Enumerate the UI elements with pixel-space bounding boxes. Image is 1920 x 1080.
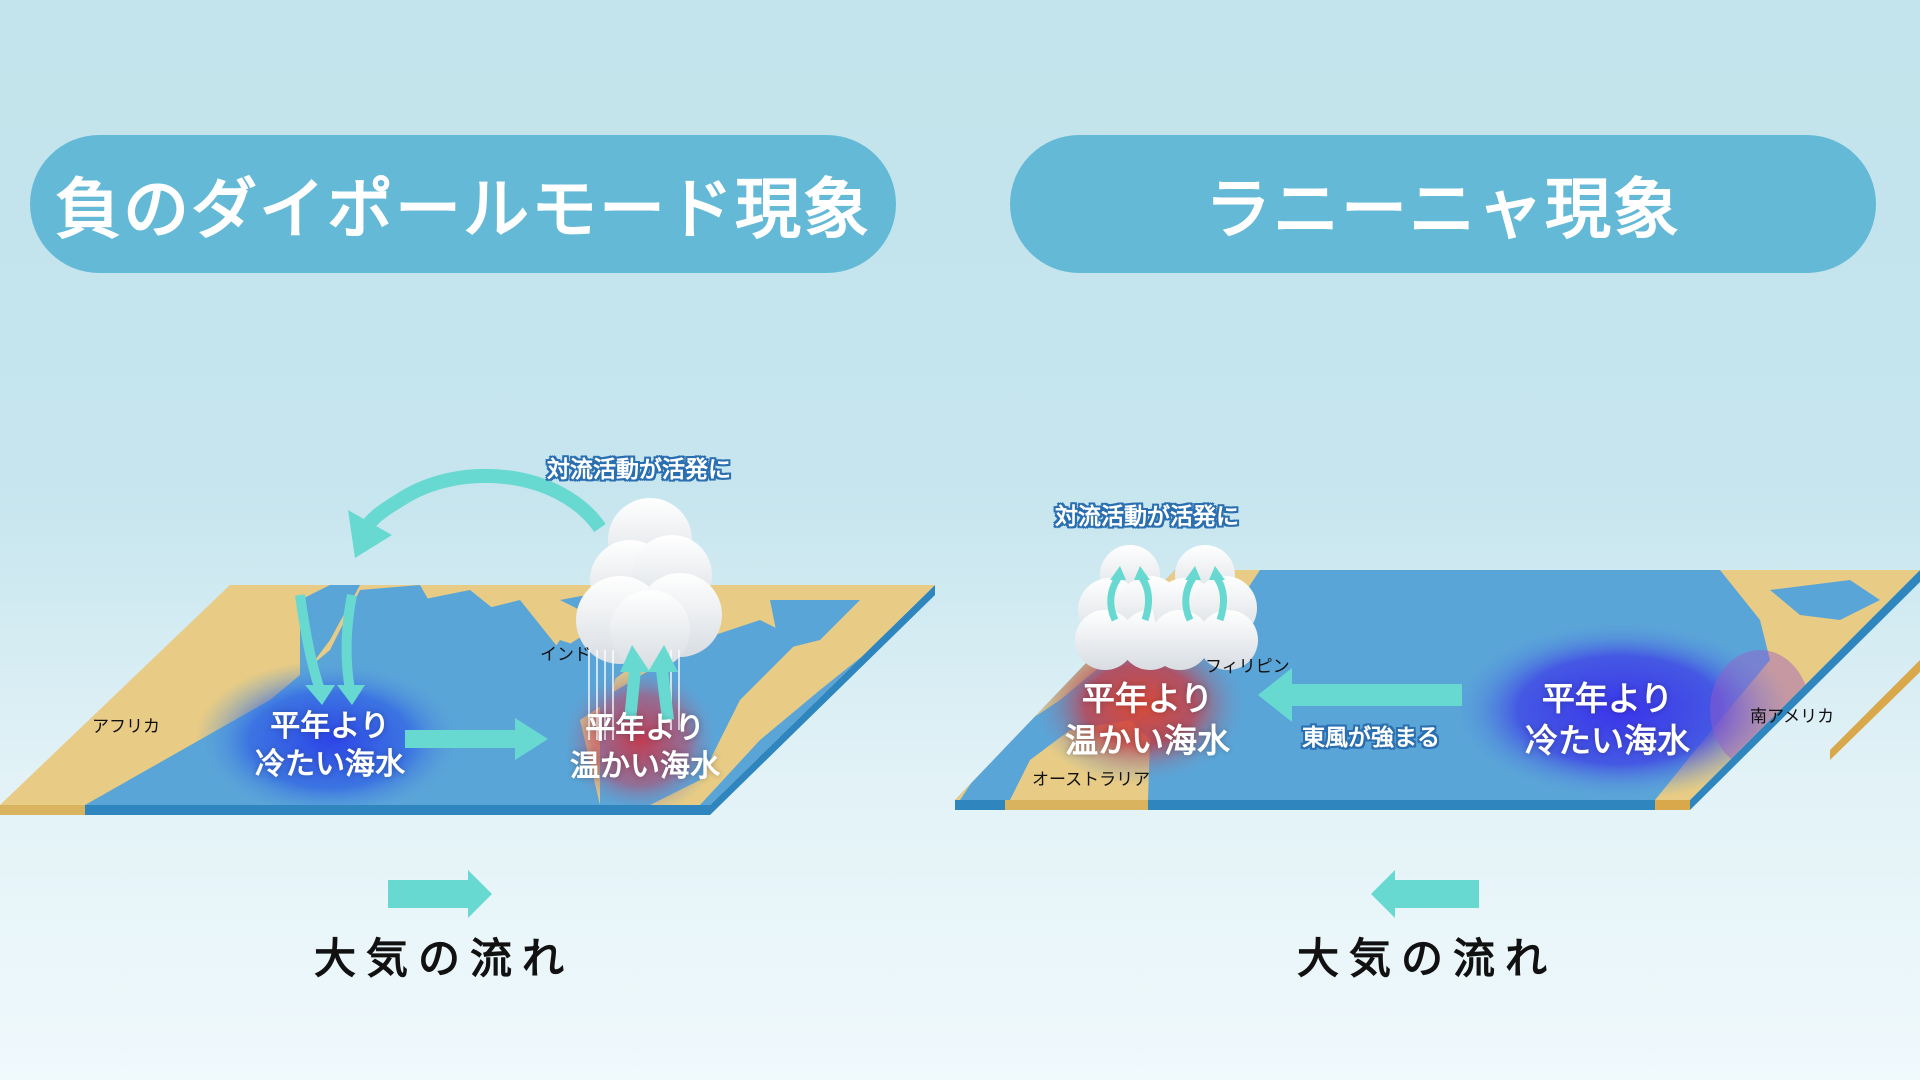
- warm-sea-line1: 平年より: [585, 711, 705, 746]
- atmosphere-flow-label-right: 大気の流れ: [1297, 934, 1558, 983]
- flow-arrow-right-icon: [388, 870, 492, 918]
- warm-sea-label-right: 平年より 温かい海水: [1065, 678, 1230, 762]
- sea-flow-arrow-right: [405, 730, 520, 748]
- cold-sea-label-right: 平年より 冷たい海水: [1525, 678, 1690, 762]
- title-la-nina: ラニーニャ現象: [1010, 135, 1876, 273]
- cold-sea-line2: 冷たい海水: [1525, 721, 1690, 760]
- arc-arrowhead-icon: [348, 510, 392, 558]
- region-label-australia: オーストラリア: [1032, 770, 1151, 790]
- circulation-arc-arrow: [358, 468, 606, 534]
- east-wind-label: 東風が強まる: [1302, 725, 1440, 751]
- convection-label-left: 対流活動が活発に: [547, 457, 731, 483]
- region-label-africa: アフリカ: [92, 717, 160, 737]
- title-negative-dipole: 負のダイポールモード現象: [30, 135, 896, 273]
- left-map: [0, 585, 935, 815]
- region-label-india: インド: [540, 645, 591, 665]
- region-label-philippines: フィリピン: [1205, 657, 1290, 677]
- cold-sea-line2: 冷たい海水: [255, 747, 405, 782]
- atmosphere-flow-label-left: 大気の流れ: [314, 934, 575, 983]
- cold-sea-line1: 平年より: [270, 709, 390, 744]
- east-wind-arrow-left: [1290, 684, 1462, 706]
- warm-sea-line2: 温かい海水: [1065, 721, 1230, 760]
- cold-sea-line1: 平年より: [1541, 679, 1674, 718]
- warm-sea-label-left: 平年より 温かい海水: [570, 710, 720, 786]
- warm-sea-line2: 温かい海水: [570, 749, 720, 784]
- warm-sea-line1: 平年より: [1081, 679, 1214, 718]
- convection-label-right: 対流活動が活発に: [1055, 504, 1239, 530]
- cold-sea-label-left: 平年より 冷たい海水: [255, 708, 405, 784]
- region-label-south-america: 南アメリカ: [1750, 707, 1835, 727]
- flow-arrow-left-icon: [1371, 870, 1479, 918]
